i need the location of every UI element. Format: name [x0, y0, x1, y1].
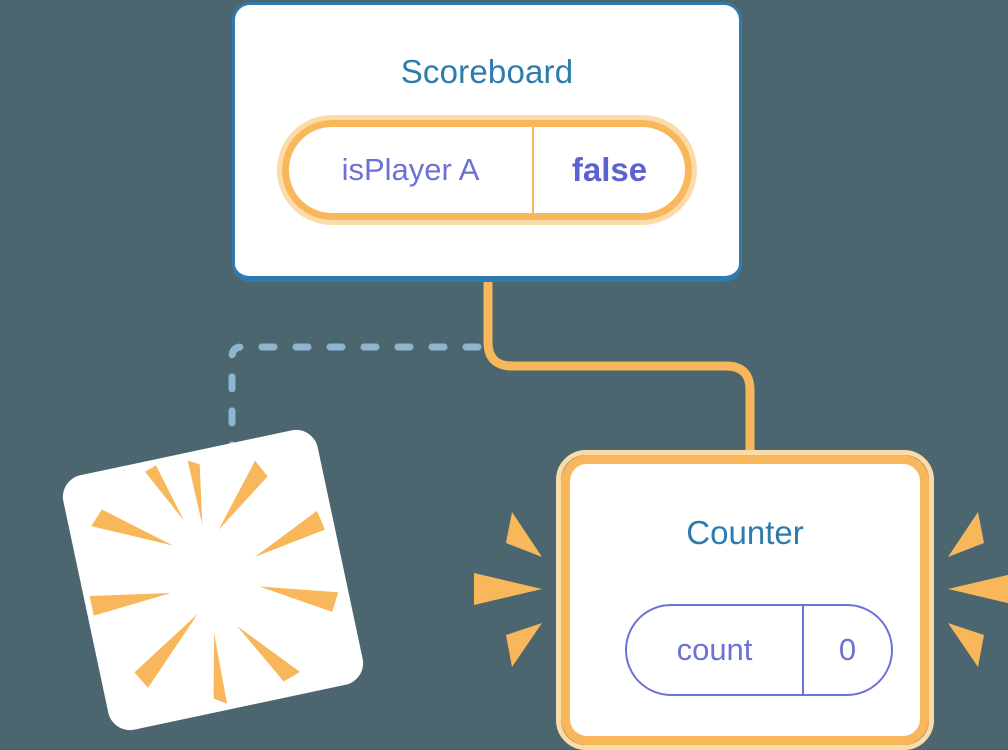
burst-ray: [948, 623, 984, 667]
counter-state-pill-key: count: [627, 606, 804, 694]
scoreboard-state-pill-glow: [277, 115, 697, 225]
burst-ray: [237, 625, 301, 682]
tilted-placeholder-card[interactable]: [58, 425, 368, 735]
counter-burst-left: [474, 512, 542, 667]
scoreboard-state-pill-value: false: [571, 151, 648, 188]
burst-ray: [259, 586, 339, 612]
burst-ray: [255, 510, 325, 557]
scoreboard-state-pill-key: isPlayer A: [289, 127, 534, 213]
burst-ray: [145, 465, 185, 521]
counter-card[interactable]: Counter count 0: [556, 450, 934, 750]
scoreboard-card[interactable]: Scoreboard isPlayer A false: [232, 2, 742, 282]
connector-scoreboard-to-counter: [483, 278, 755, 462]
burst-ray: [948, 512, 984, 557]
scoreboard-state-pill-wrapper[interactable]: isPlayer A false: [277, 115, 697, 225]
counter-card-title: Counter: [686, 514, 804, 551]
burst-ray: [506, 512, 542, 557]
scoreboard-state-pill[interactable]: isPlayer A false: [282, 120, 692, 220]
burst-ray: [134, 613, 198, 688]
burst-ray: [89, 593, 171, 616]
burst-ray: [213, 632, 228, 704]
counter-card-body[interactable]: Counter count 0: [561, 455, 929, 745]
scoreboard-card-title: Scoreboard: [400, 53, 574, 90]
burst-ray: [91, 509, 173, 546]
burst-ray: [187, 460, 203, 526]
burst-rays-tilted: [89, 460, 339, 704]
counter-burst-right: [948, 512, 1008, 667]
burst-ray: [506, 623, 542, 667]
counter-state-pill[interactable]: count 0: [625, 604, 893, 696]
counter-state-pill-value: 0: [838, 632, 857, 667]
burst-ray: [948, 574, 1008, 604]
burst-ray: [218, 460, 268, 530]
burst-ray: [474, 573, 542, 605]
